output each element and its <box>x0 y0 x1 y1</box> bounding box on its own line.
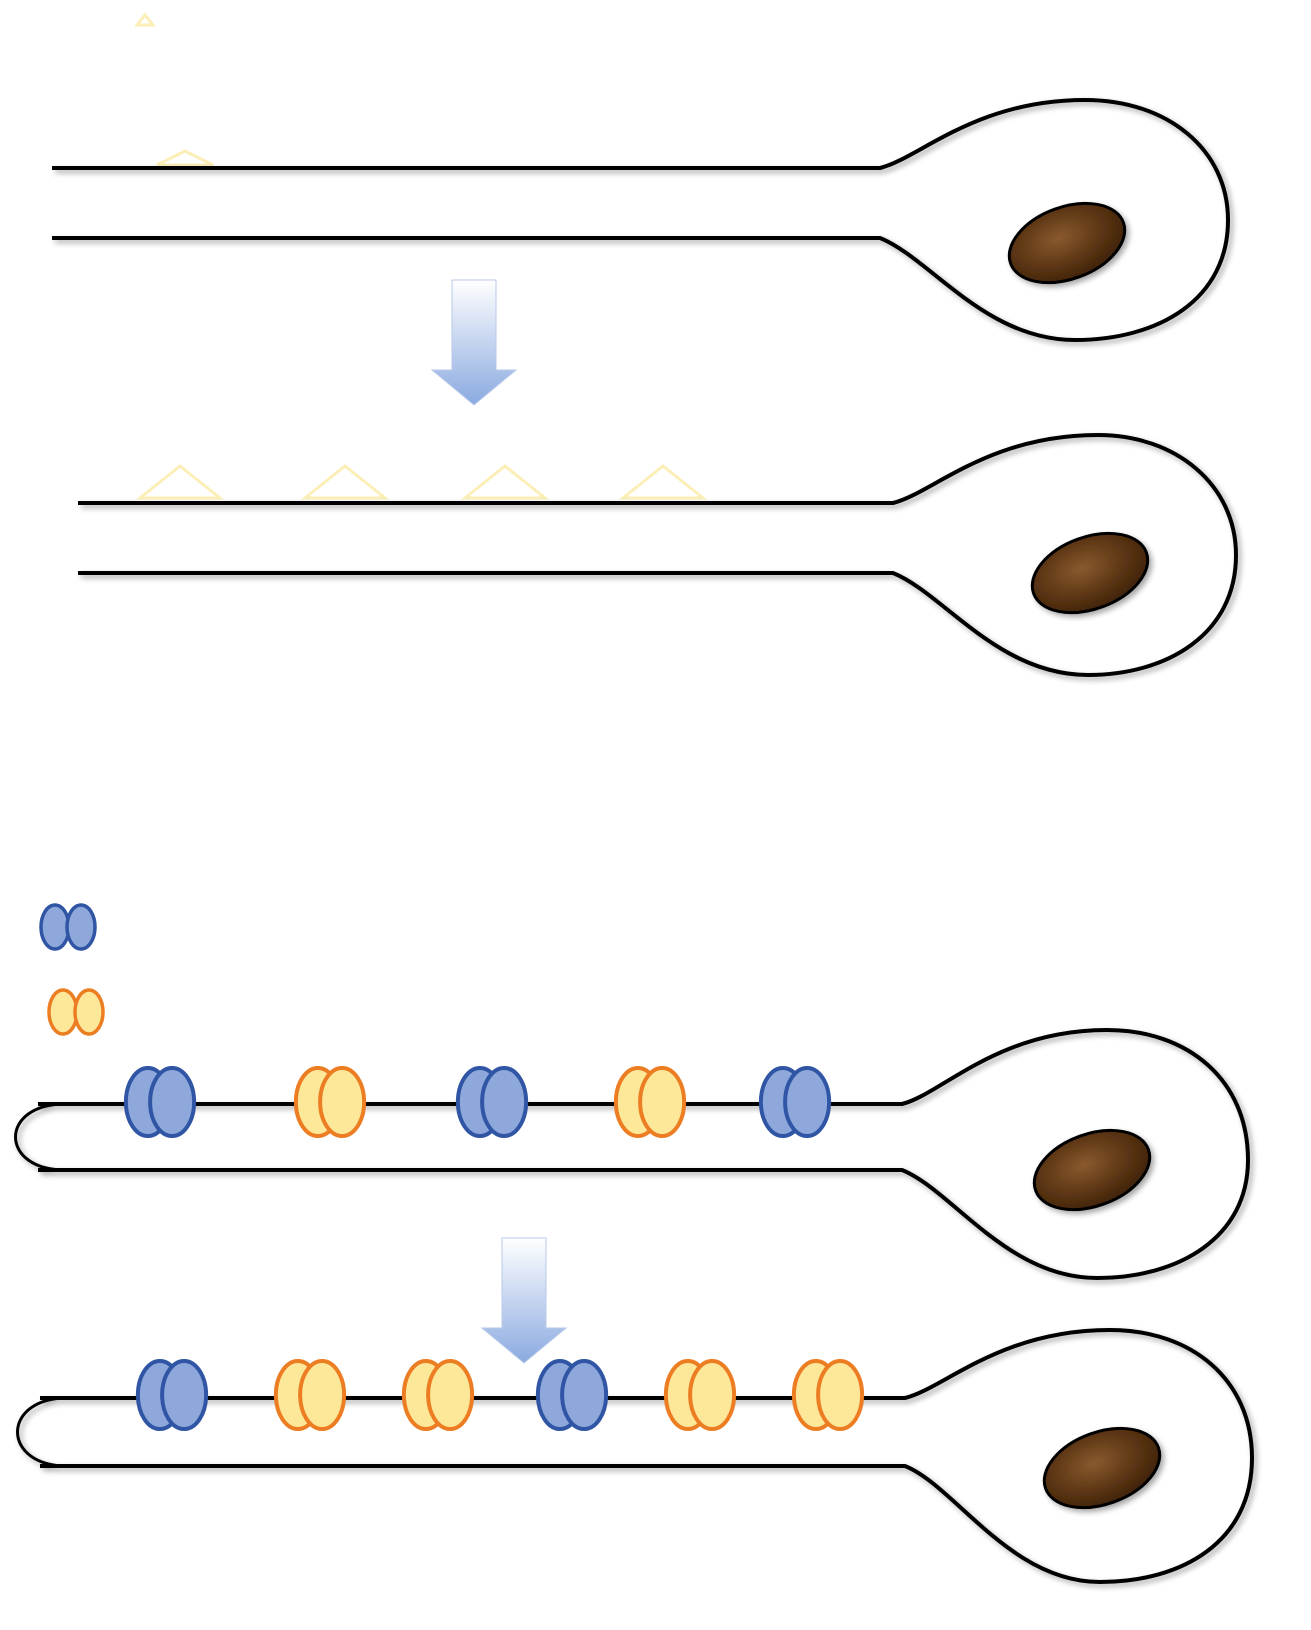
down-arrow-b <box>480 1237 568 1364</box>
nucleus <box>1007 201 1127 285</box>
blue-dimer <box>455 1066 529 1138</box>
dimer-subunit <box>160 1359 209 1431</box>
cilium-cell-b1 <box>14 1028 1250 1280</box>
faint-marker <box>133 12 157 27</box>
dimer-group <box>123 1066 865 1431</box>
cilium-cell-a1 <box>52 98 1230 342</box>
yellow-dimer <box>401 1359 475 1431</box>
dimer-subunit <box>298 1359 347 1431</box>
legend-subunit <box>65 903 97 951</box>
yellow-dimer <box>293 1066 367 1138</box>
blue-dimer <box>758 1066 832 1138</box>
nucleus <box>1042 1426 1162 1510</box>
legend-subunit <box>73 988 105 1036</box>
faint-marker <box>156 149 214 167</box>
dimer-subunit <box>426 1359 475 1431</box>
cilium-cell-a2 <box>78 433 1238 677</box>
arrow-group <box>430 279 568 1364</box>
yellow-dimer <box>273 1359 347 1431</box>
faint-marker <box>135 464 225 500</box>
cell-outline <box>78 433 1238 677</box>
down-arrow-a <box>430 279 518 406</box>
yellow-dimer <box>613 1066 687 1138</box>
cilium-cell-b2 <box>16 1328 1254 1584</box>
cilium-tip-loop <box>16 1396 71 1468</box>
dimer-subunit <box>318 1066 367 1138</box>
yellow-dimer <box>663 1359 737 1431</box>
faint-marker <box>618 464 708 500</box>
cell-outline <box>40 1328 1254 1584</box>
yellow-dimer <box>791 1359 865 1431</box>
dimer-subunit <box>816 1359 865 1431</box>
nucleus <box>1030 531 1150 615</box>
blue-dimer <box>123 1066 197 1138</box>
legend-subunit <box>39 903 71 951</box>
cell-outline <box>52 98 1230 342</box>
cilium-tip-loop <box>14 1102 69 1172</box>
blue-dimer <box>135 1359 209 1431</box>
dimer-subunit <box>148 1066 197 1138</box>
nucleus <box>1032 1128 1152 1212</box>
yellow-dimer-legend <box>47 988 105 1036</box>
legend-subunit <box>47 988 79 1036</box>
dimer-subunit <box>480 1066 529 1138</box>
cell-group <box>14 98 1254 1584</box>
faint-marker <box>300 464 390 500</box>
cell-outline <box>38 1028 1250 1280</box>
faint-marker-group <box>133 12 708 500</box>
dimer-subunit <box>783 1066 832 1138</box>
blue-dimer <box>535 1359 609 1431</box>
blue-dimer-legend <box>39 903 97 951</box>
faint-marker <box>460 464 550 500</box>
dimer-subunit <box>688 1359 737 1431</box>
dimer-subunit <box>638 1066 687 1138</box>
legend-group <box>39 903 105 1036</box>
dimer-subunit <box>560 1359 609 1431</box>
